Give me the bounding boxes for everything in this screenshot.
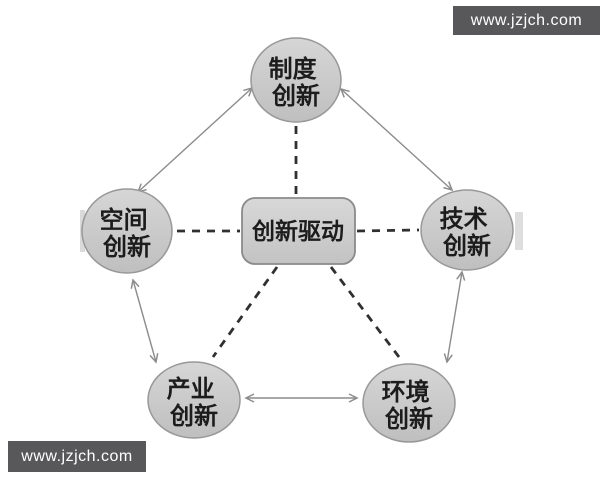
node-technology-line2: 创新 (442, 232, 491, 260)
node-environment-line1: 环境 (382, 378, 430, 406)
node-industry-shape (147, 361, 241, 439)
node-technology-shape (420, 189, 514, 271)
watermark-bottom-left: www.jzjch.com (8, 441, 146, 472)
node-institution-line1: 制度 (269, 55, 318, 83)
edge-institution-technology (339, 87, 454, 192)
right-edge-artifact (515, 212, 523, 250)
node-space-line2: 创新 (102, 233, 151, 261)
connector-center-environment (329, 266, 401, 358)
node-technology-line1: 技术 (440, 206, 488, 233)
node-industry-line1: 产业 (167, 375, 215, 403)
node-technology: 技术 创新 (420, 189, 514, 271)
solid-arrows (130, 86, 466, 403)
connector-center-industry (211, 266, 279, 358)
node-environment-line2: 创新 (384, 405, 433, 433)
node-technology-label: 技术 创新 (440, 206, 495, 260)
node-space: 空间 创新 (81, 188, 173, 274)
node-environment-label: 环境 创新 (382, 378, 437, 433)
center-box: 创新驱动 (241, 197, 356, 265)
center-box-label: 创新驱动 (251, 218, 344, 244)
dashed-connectors (177, 126, 420, 358)
node-institution-shape (250, 37, 342, 123)
connector-center-technology (356, 228, 420, 233)
node-industry-line2: 创新 (169, 402, 218, 430)
node-space-label: 空间 创新 (100, 206, 155, 261)
center-box-shape (241, 197, 356, 265)
node-environment: 环境 创新 (362, 363, 456, 443)
node-space-shape (81, 188, 173, 274)
edge-space-industry (130, 278, 159, 364)
node-institution: 制度 创新 (250, 37, 342, 123)
node-environment-shape (362, 363, 456, 443)
node-industry: 产业 创新 (147, 361, 241, 439)
node-industry-label: 产业 创新 (167, 375, 222, 430)
node-institution-label: 制度 创新 (269, 55, 324, 110)
node-institution-line2: 创新 (271, 82, 320, 110)
node-space-line1: 空间 (100, 206, 148, 234)
watermark-top-right-text: www.jzjch.com (470, 11, 583, 29)
edge-technology-environment (443, 270, 466, 364)
edge-space-institution (136, 86, 254, 194)
watermark-bottom-left-text: www.jzjch.com (21, 447, 133, 465)
watermark-top-right: www.jzjch.com (453, 6, 600, 35)
